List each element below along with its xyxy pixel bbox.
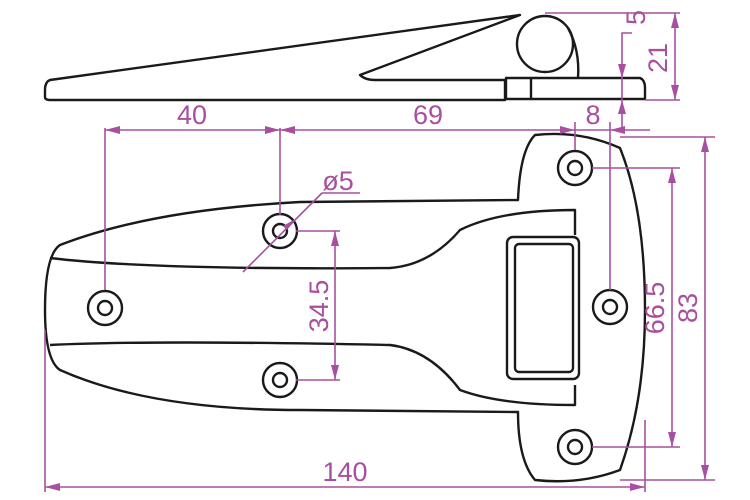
side-base-plate: [504, 76, 647, 101]
hole-upper: [261, 212, 299, 250]
hole-plate-mid: [591, 288, 629, 326]
dim-34-5: 34.5: [304, 280, 334, 333]
dim-40: 40: [177, 100, 207, 130]
hole-plate-bottom: [556, 428, 594, 466]
side-view: [43, 13, 647, 102]
lower-ridge: [49, 341, 577, 407]
knuckle: [515, 14, 575, 74]
dimension-lines: [44, 12, 715, 492]
front-view: [43, 132, 647, 483]
body-outline: [43, 132, 647, 483]
hole-lower-inner: [271, 371, 289, 389]
knuckle-tail: [566, 27, 580, 79]
upper-ridge: [49, 208, 577, 270]
hole-upper-inner: [271, 222, 289, 240]
dim-140: 140: [322, 457, 367, 487]
knuckle-slot: [505, 235, 581, 381]
hole-left-inner: [96, 299, 114, 317]
dim-66-5: 66.5: [640, 282, 670, 335]
knuckle-slot-inner: [513, 242, 575, 374]
hole-plate-top-inner: [566, 159, 584, 177]
dim-5: 5: [621, 10, 651, 25]
hole-plate-mid-inner: [601, 298, 619, 316]
mounting-holes: [86, 149, 629, 466]
dim-69: 69: [413, 100, 443, 130]
hole-lower: [261, 361, 299, 399]
dim-83: 83: [673, 293, 703, 323]
hole-plate-bottom-inner: [566, 438, 584, 456]
dim-21: 21: [643, 43, 673, 73]
hole-plate-top: [556, 149, 594, 187]
dim-8: 8: [585, 100, 600, 130]
side-leaf: [43, 13, 522, 102]
dim-hole-diameter: ø5: [322, 166, 354, 196]
hole-left: [86, 289, 124, 327]
